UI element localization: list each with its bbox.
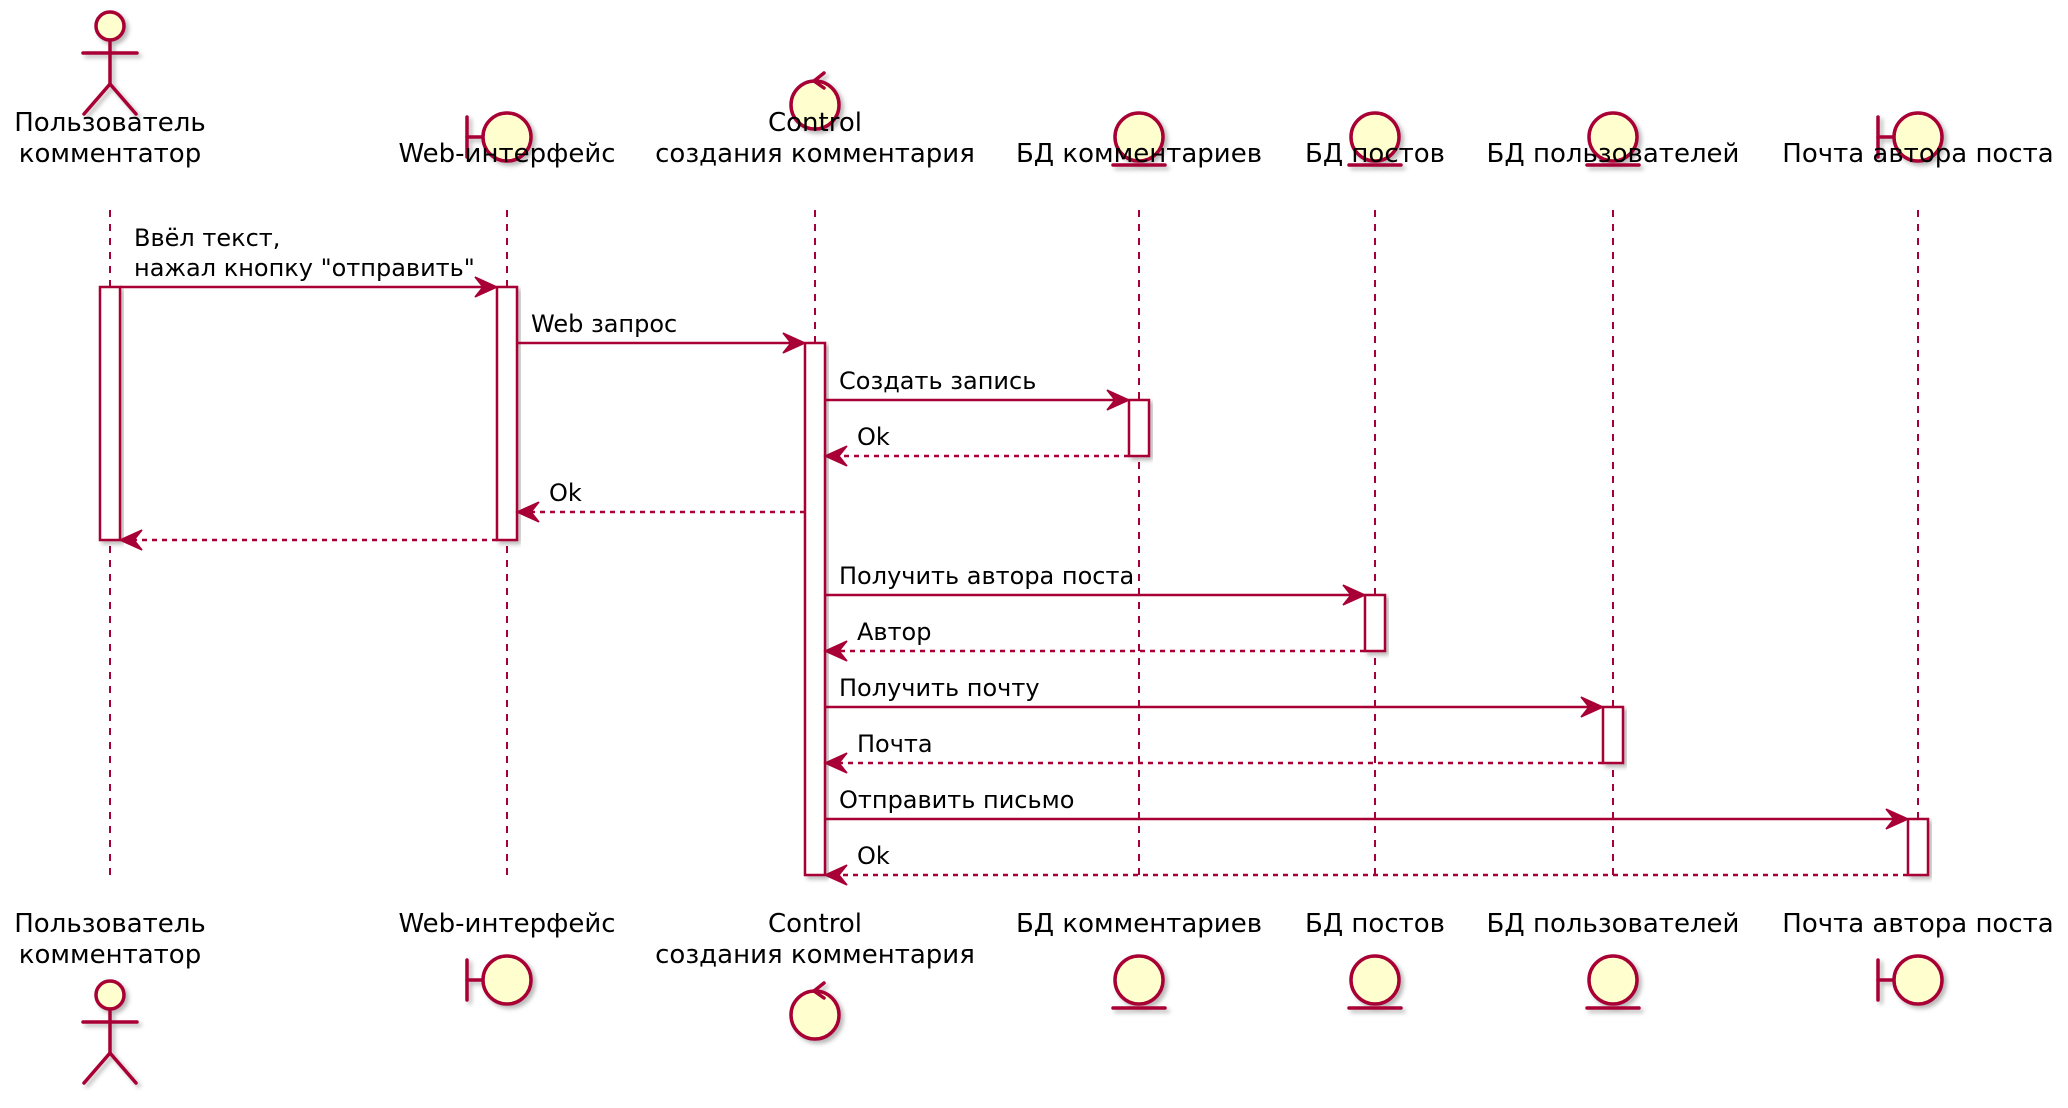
messages: Ввёл текст,нажал кнопку "отправить" Web з… bbox=[118, 224, 1910, 886]
actor-stick-figure-icon bbox=[81, 10, 139, 116]
participant-db_comments-top: БД комментариев bbox=[1016, 111, 1262, 169]
message-4: Ok bbox=[515, 479, 805, 523]
participant-db_posts-top: БД постов bbox=[1305, 111, 1445, 169]
message-8: Получить почту bbox=[825, 674, 1605, 718]
participant-name: Пользователь bbox=[14, 108, 205, 138]
participant-name: Пользователь bbox=[14, 909, 205, 939]
activation-bars bbox=[98, 285, 1930, 877]
boundary-icon bbox=[465, 954, 533, 1006]
participant-name: БД постов bbox=[1305, 909, 1445, 939]
participant-name: Control bbox=[768, 909, 862, 939]
participant-db_comments-bottom: БД комментариев bbox=[1016, 909, 1262, 1010]
arrowhead-icon bbox=[1106, 389, 1131, 411]
entity-icon bbox=[1585, 111, 1641, 167]
participant-web-bottom: Web-интерфейс bbox=[398, 909, 616, 1006]
message-1: Web запрос bbox=[517, 310, 807, 354]
entity-icon bbox=[1111, 111, 1167, 167]
arrowhead-icon bbox=[1885, 808, 1910, 830]
participant-name: БД пользователей bbox=[1487, 909, 1740, 939]
participant-name: комментатор bbox=[19, 940, 201, 970]
message-0: Ввёл текст,нажал кнопку "отправить" bbox=[120, 224, 499, 298]
message-label: Создать запись bbox=[839, 367, 1036, 395]
participant-db_users-bottom: БД пользователей bbox=[1487, 909, 1740, 1010]
participant-name: БД комментариев bbox=[1016, 909, 1262, 939]
participant-name: создания комментария bbox=[655, 940, 975, 970]
activation-bar-mail bbox=[1906, 817, 1930, 877]
message-label: Получить почту bbox=[839, 674, 1040, 702]
participant-name: Почта автора поста bbox=[1782, 909, 2053, 939]
message-label: Ввёл текст, bbox=[134, 224, 280, 252]
message-label: нажал кнопку "отправить" bbox=[134, 254, 475, 282]
boundary-icon bbox=[1876, 954, 1944, 1006]
message-label: Почта bbox=[857, 730, 933, 758]
lifelines bbox=[109, 210, 1919, 880]
message-7: Автор bbox=[823, 618, 1365, 662]
arrowhead-icon bbox=[782, 332, 807, 354]
message-9: Почта bbox=[823, 730, 1603, 774]
participant-name: создания комментария bbox=[655, 139, 975, 169]
arrowhead-icon bbox=[515, 501, 540, 523]
message-label: Ok bbox=[549, 479, 582, 507]
entity-icon bbox=[1347, 111, 1403, 167]
participant-name: Web-интерфейс bbox=[398, 909, 615, 939]
message-5 bbox=[118, 529, 497, 551]
participant-name: Control bbox=[768, 108, 862, 138]
activation-bar-db_posts bbox=[1363, 593, 1387, 653]
control-icon bbox=[789, 71, 841, 131]
message-label: Ok bbox=[857, 423, 890, 451]
arrowhead-icon bbox=[474, 276, 499, 298]
message-3: Ok bbox=[823, 423, 1129, 467]
activation-bar-web bbox=[495, 285, 519, 542]
participant-web-top: Web-интерфейс bbox=[398, 111, 616, 169]
entity-icon bbox=[1585, 954, 1641, 1010]
participant-db_users-top: БД пользователей bbox=[1487, 111, 1740, 169]
message-10: Отправить письмо bbox=[825, 786, 1910, 830]
message-2: Создать запись bbox=[825, 367, 1131, 411]
entity-icon bbox=[1347, 954, 1403, 1010]
participant-name: БД пользователей bbox=[1487, 139, 1740, 169]
message-label: Отправить письмо bbox=[839, 786, 1074, 814]
arrowhead-icon bbox=[823, 445, 848, 467]
arrowhead-icon bbox=[823, 864, 848, 886]
participant-name: БД комментариев bbox=[1016, 139, 1262, 169]
boundary-icon bbox=[465, 111, 533, 163]
participant-name: БД постов bbox=[1305, 139, 1445, 169]
participant-mail-top: Почта автора поста bbox=[1782, 111, 2054, 169]
arrowhead-icon bbox=[1342, 584, 1367, 606]
participant-mail-bottom: Почта автора поста bbox=[1782, 909, 2054, 1006]
message-label: Получить автора поста bbox=[839, 562, 1134, 590]
activation-bar-db_comments bbox=[1127, 398, 1151, 458]
arrowhead-icon bbox=[823, 752, 848, 774]
boundary-icon bbox=[1876, 111, 1944, 163]
participant-name: комментатор bbox=[19, 139, 201, 169]
participant-name: Почта автора поста bbox=[1782, 139, 2053, 169]
arrowhead-icon bbox=[118, 529, 143, 551]
message-11: Ok bbox=[823, 842, 1908, 886]
activation-bar-control bbox=[803, 341, 827, 877]
message-label: Ok bbox=[857, 842, 890, 870]
participant-name: Web-интерфейс bbox=[398, 139, 615, 169]
control-icon bbox=[789, 981, 841, 1041]
message-label: Автор bbox=[857, 618, 931, 646]
entity-icon bbox=[1111, 954, 1167, 1010]
message-label: Web запрос bbox=[531, 310, 677, 338]
arrowhead-icon bbox=[1580, 696, 1605, 718]
activation-bar-user bbox=[98, 285, 122, 542]
participants: ПользователькомментаторПользователькомме… bbox=[14, 10, 2054, 1085]
actor-stick-figure-icon bbox=[81, 979, 139, 1085]
arrowhead-icon bbox=[823, 640, 848, 662]
participant-db_posts-bottom: БД постов bbox=[1305, 909, 1445, 1010]
activation-bar-db_users bbox=[1601, 705, 1625, 765]
message-6: Получить автора поста bbox=[825, 562, 1367, 606]
